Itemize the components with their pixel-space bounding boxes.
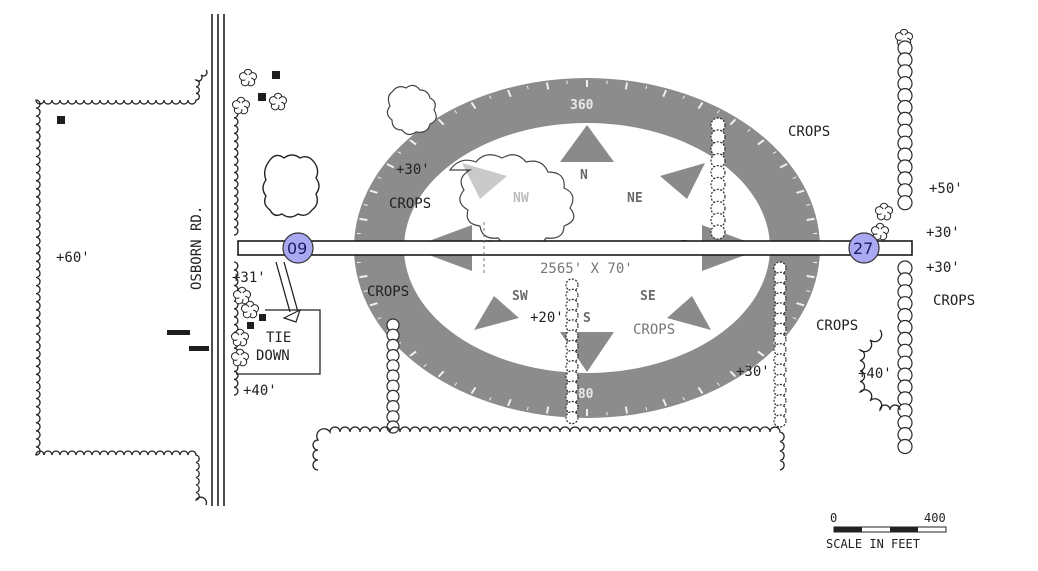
- shrub-icon: [232, 286, 252, 305]
- elevation-label: +20': [530, 310, 564, 326]
- compass-ne: NE: [627, 191, 643, 206]
- runway: 09 27: [237, 222, 913, 274]
- label-crops: CROPS: [933, 293, 975, 309]
- scale-max: 400: [924, 511, 946, 525]
- shrub-icon: [231, 96, 251, 115]
- compass-se: SE: [640, 289, 656, 304]
- elevation-label: +30': [926, 260, 960, 276]
- building: [57, 116, 65, 124]
- shrub-icon: [874, 202, 894, 221]
- shrub-icon: [268, 92, 288, 111]
- hedge-road-east: [233, 109, 239, 396]
- shrub-icon: [230, 348, 250, 367]
- compass-sw: SW: [512, 289, 528, 304]
- building: [258, 93, 266, 101]
- wooded-patch: [262, 154, 320, 218]
- label-crops: CROPS: [633, 322, 675, 338]
- arrow-southeast-icon: [667, 296, 711, 330]
- runway-end-27: [848, 232, 880, 264]
- tree-lines: [386, 40, 913, 455]
- building: [189, 346, 209, 351]
- building: [272, 71, 280, 79]
- label-crops: CROPS: [816, 318, 858, 334]
- building: [247, 322, 254, 329]
- label-crops: CROPS: [788, 124, 830, 140]
- buildings: [57, 71, 280, 351]
- label-crops: CROPS: [389, 196, 431, 212]
- elevation-label: +31': [232, 270, 266, 286]
- runway-end-09: [282, 232, 314, 264]
- building: [259, 314, 266, 321]
- elevation-label: +30': [926, 225, 960, 241]
- road-label: OSBORN RD.: [189, 206, 205, 290]
- osborn-road: [211, 14, 225, 506]
- compass-n: N: [580, 168, 588, 183]
- scale-caption: SCALE IN FEET: [826, 537, 920, 551]
- label-crops: CROPS: [367, 284, 409, 300]
- scale-zero: 0: [830, 511, 837, 525]
- tie-down-label-1: TIE: [266, 330, 291, 346]
- tie-down-area: TIE DOWN: [236, 261, 321, 375]
- arrow-north-icon: [560, 125, 614, 162]
- elevation-label: +60': [56, 250, 90, 266]
- tie-down-label-2: DOWN: [256, 348, 290, 364]
- scale-bar: 0 400 SCALE IN FEET: [826, 511, 947, 551]
- elevation-label: +40': [858, 366, 892, 382]
- compass-deg-360: 360: [570, 98, 594, 113]
- runway-strip: [237, 240, 913, 256]
- arrow-southwest-icon: [474, 296, 519, 330]
- runway-end-09-label: 09: [287, 239, 307, 258]
- compass-s: S: [583, 311, 591, 326]
- building: [167, 330, 190, 335]
- arrow-northeast-icon: [660, 163, 705, 199]
- runway-dimensions: 2565' X 70': [540, 261, 633, 277]
- tree-line-west: [35, 69, 208, 506]
- elevation-label: +40': [243, 383, 277, 399]
- shrub-icon: [230, 328, 250, 347]
- shrubs: [230, 28, 914, 367]
- woods-north: [386, 84, 575, 246]
- shrub-icon: [240, 300, 260, 319]
- compass-ticks: [356, 80, 818, 416]
- elevation-label: +30': [736, 364, 770, 380]
- elevation-label: +30': [396, 162, 430, 178]
- shrub-icon: [238, 68, 258, 87]
- tree-line-south: [312, 426, 785, 471]
- runway-end-27-label: 27: [853, 239, 873, 258]
- aircraft-icon: [282, 308, 302, 323]
- elevation-label: +50': [929, 181, 963, 197]
